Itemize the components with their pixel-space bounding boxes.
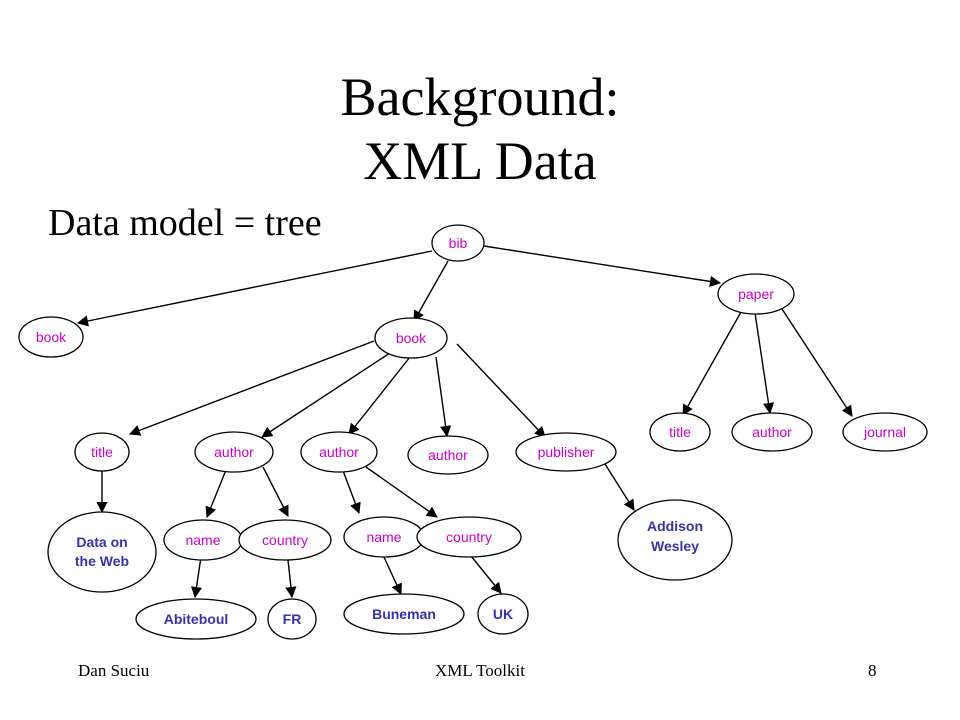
value-uk: UK [493, 606, 513, 622]
node-label-author-1: author [214, 444, 254, 460]
value-buneman: Buneman [372, 606, 436, 622]
node-label-author-3: author [428, 447, 468, 463]
tree-values: Data on the Web Addison Wesley Abiteboul… [75, 518, 703, 627]
value-data-on-the-web-line2: the Web [75, 553, 129, 569]
node-label-paper: paper [738, 286, 774, 302]
node-label-country-1: country [262, 532, 308, 548]
node-publisher [515, 432, 617, 472]
tree-labels: bib book book paper title author author … [36, 235, 906, 548]
node-country-1 [238, 519, 332, 561]
footer-page-number: 8 [868, 661, 877, 680]
edge-book2-author3 [435, 356, 452, 438]
node-book-1 [18, 316, 84, 358]
edge-bib-book2 [413, 260, 449, 322]
node-label-country-2: country [446, 529, 492, 545]
footer-course: XML Toolkit [435, 661, 525, 680]
node-data-on-the-web [47, 511, 157, 593]
node-buneman [343, 593, 465, 635]
node-label-author-4: author [752, 424, 792, 440]
node-title-2 [649, 412, 711, 452]
value-addison-wesley-line1: Addison [647, 518, 703, 534]
slide-title-line1: Background: [340, 67, 620, 127]
edge-bib-book1 [76, 250, 433, 327]
edge-name1-abiteboul [190, 556, 203, 599]
node-author-1 [194, 431, 274, 473]
node-label-title-1: title [91, 444, 113, 460]
node-label-publisher: publisher [538, 444, 595, 460]
node-book-2 [374, 317, 448, 359]
edge-paper-author [754, 312, 775, 415]
node-bib [431, 224, 485, 262]
value-data-on-the-web-line1: Data on [76, 534, 127, 550]
node-label-bib: bib [449, 235, 468, 251]
slide-title-line2: XML Data [363, 131, 597, 191]
node-title-1 [74, 432, 130, 472]
edge-author2-country [365, 466, 438, 518]
node-addison-wesley [617, 499, 733, 581]
node-abiteboul [135, 598, 257, 640]
edge-country2-uk [470, 555, 502, 594]
slide-subtitle: Data model = tree [48, 202, 322, 244]
node-label-title-2: title [669, 424, 691, 440]
edge-publisher-addison [604, 463, 635, 511]
edge-country1-fr [285, 559, 297, 599]
value-abiteboul: Abiteboul [164, 611, 229, 627]
node-country-2 [416, 516, 522, 558]
edge-bib-paper [483, 245, 722, 287]
edge-name2-buneman [382, 554, 402, 596]
node-label-name-1: name [185, 532, 220, 548]
edge-author2-name [341, 467, 361, 515]
tree-edges [76, 245, 853, 599]
node-label-name-2: name [366, 529, 401, 545]
node-fr [267, 598, 317, 640]
edge-author1-country [262, 466, 289, 517]
node-author-4 [731, 412, 813, 452]
value-addison-wesley-line2: Wesley [651, 538, 699, 554]
edge-book2-title [128, 340, 375, 436]
edge-author1-name [205, 469, 227, 519]
node-label-author-2: author [319, 444, 359, 460]
node-uk [477, 593, 529, 635]
edge-paper-journal [781, 308, 853, 417]
edge-book2-publisher [456, 343, 546, 438]
edge-paper-title [682, 311, 742, 416]
node-label-book-2: book [396, 330, 427, 346]
node-author-2 [300, 431, 378, 473]
node-label-book-1: book [36, 329, 67, 345]
tree-nodes [18, 224, 928, 640]
node-paper [717, 273, 795, 315]
value-fr: FR [283, 611, 302, 627]
edge-book2-author2 [348, 356, 411, 435]
node-author-3 [407, 435, 489, 475]
edge-book2-author1 [261, 350, 394, 438]
footer-author: Dan Suciu [78, 661, 150, 680]
node-journal [842, 412, 928, 452]
node-label-journal: journal [863, 424, 906, 440]
